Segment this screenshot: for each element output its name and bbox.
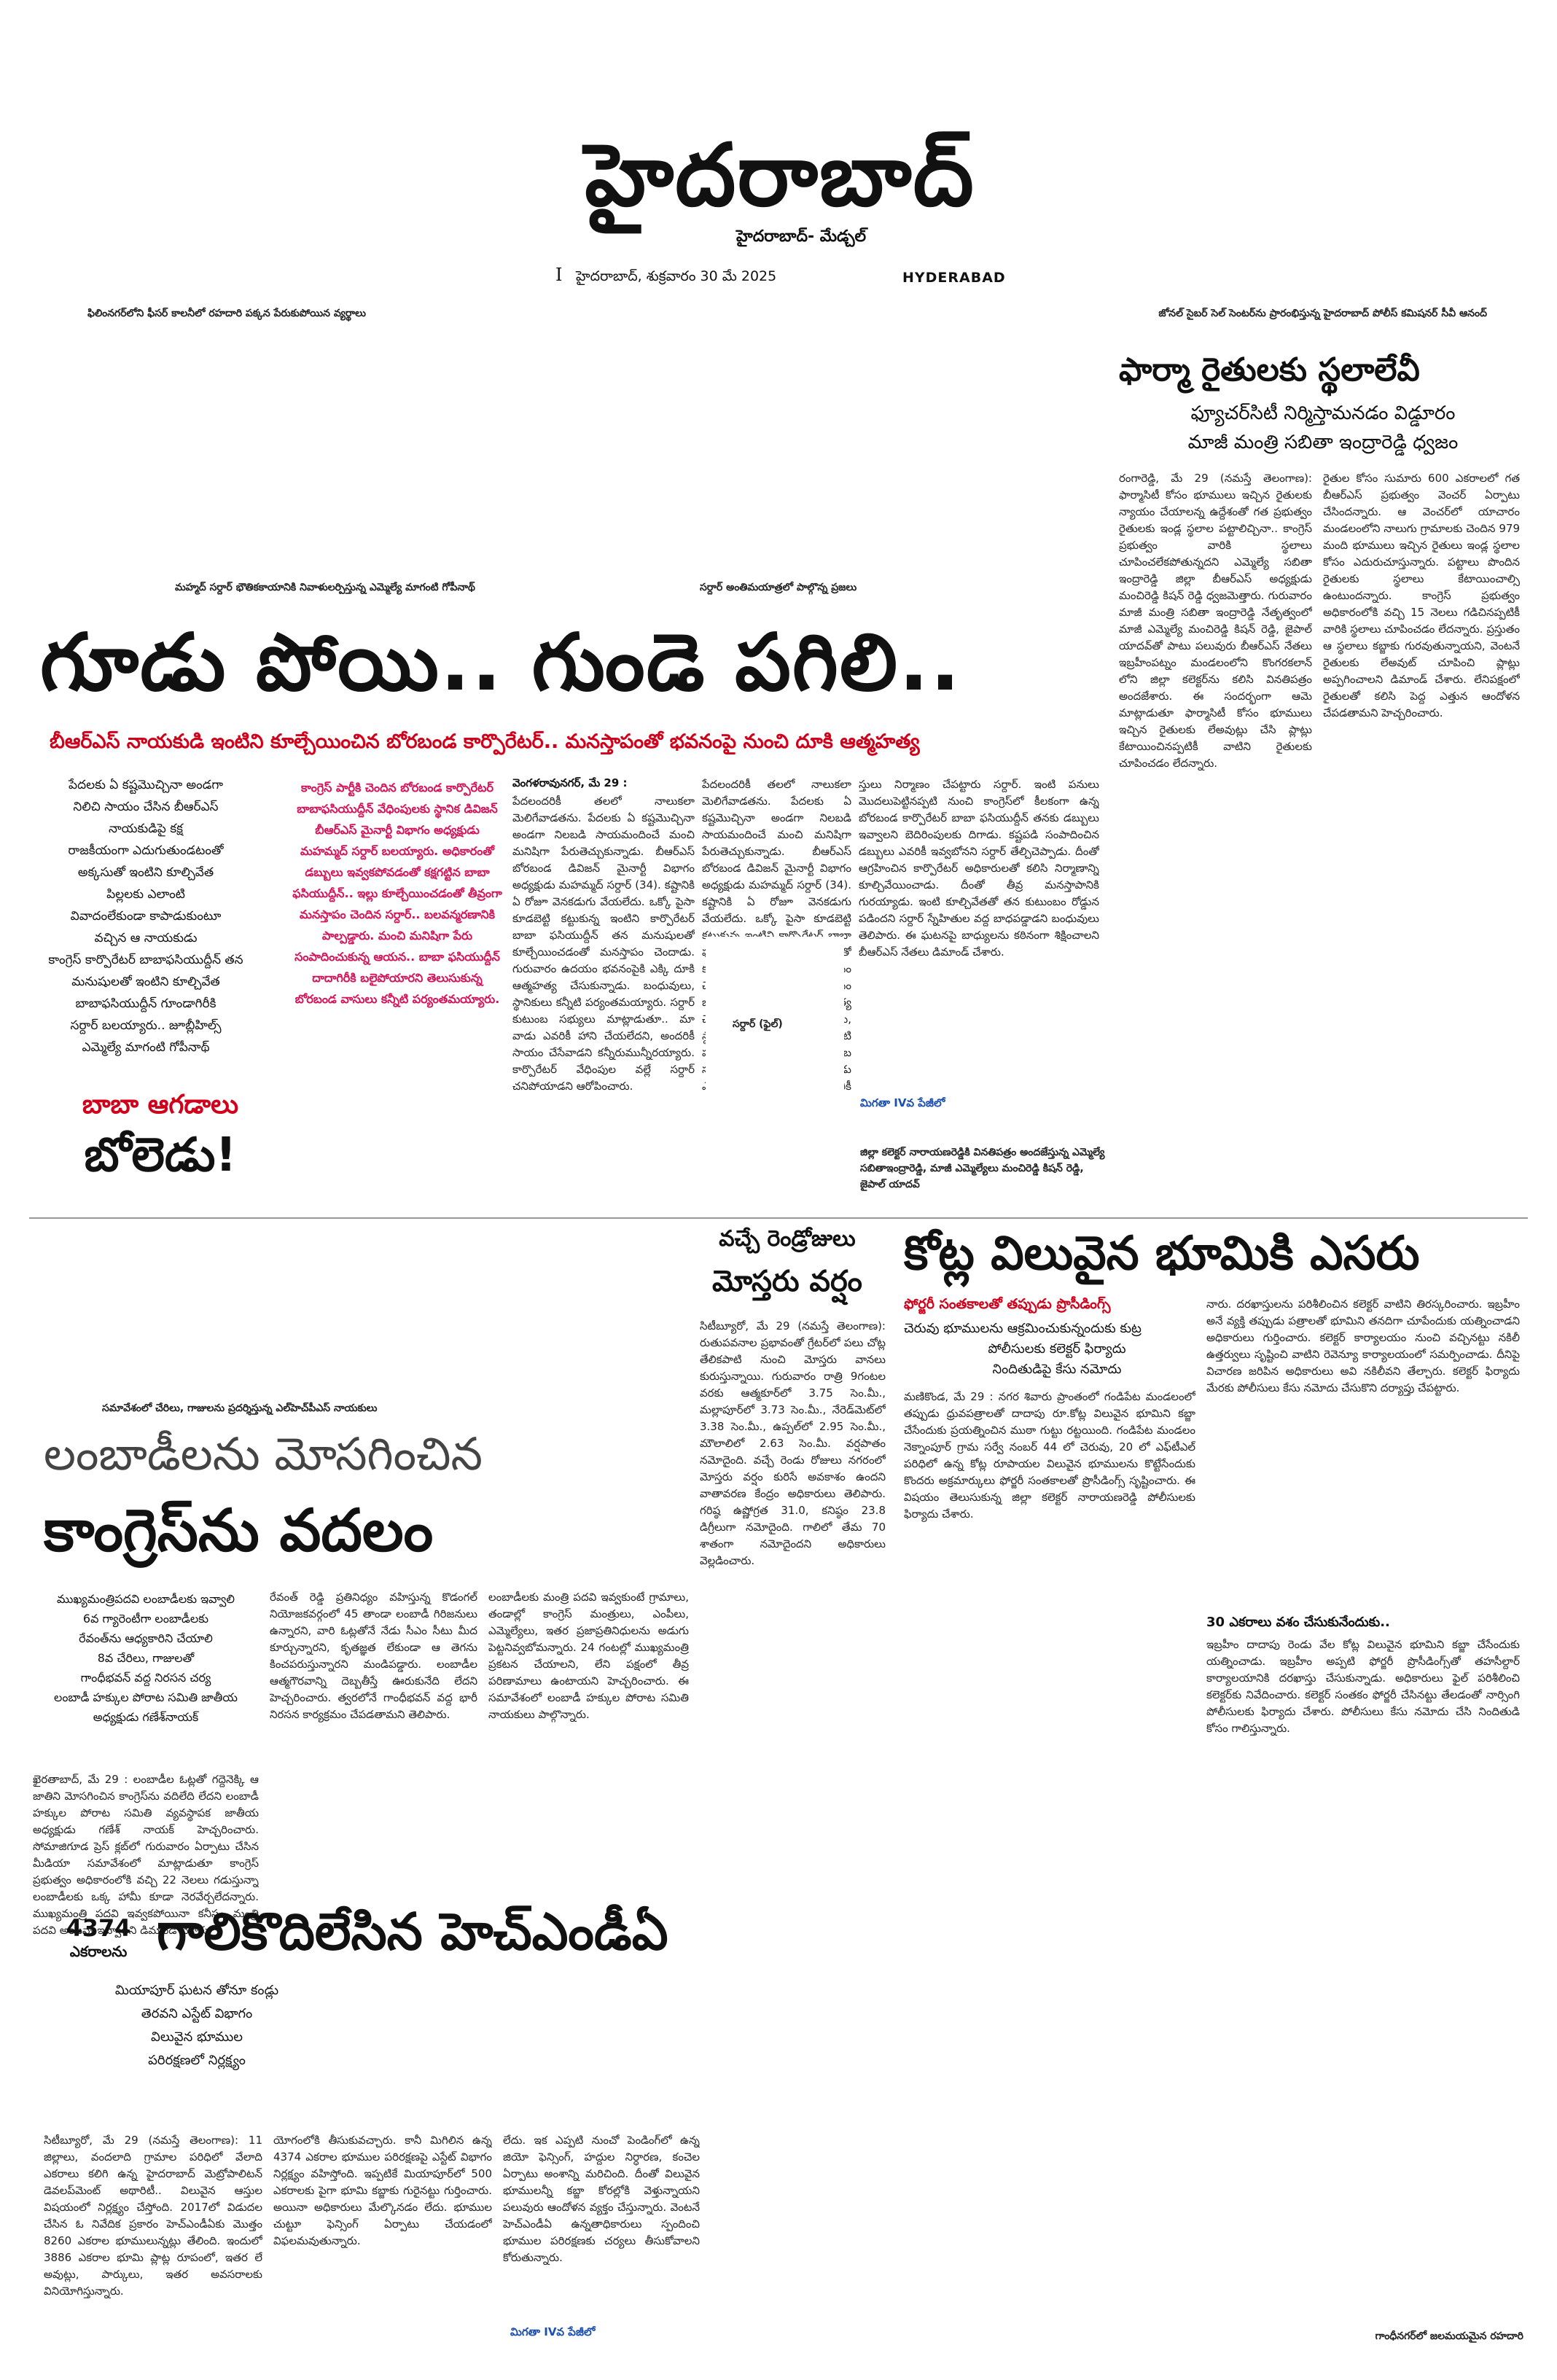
sidebar-line: వచ్చిన ఆ నాయకుడు xyxy=(94,931,198,945)
main-dateline: వెంగళరావునగర్, మే 29 : xyxy=(512,776,628,789)
main-sidebar: పేదలకు ఏ కష్టమొచ్చినా అండగా నిలిచి సాయం … xyxy=(36,774,255,1066)
flooded-road-caption: గాంధీనగర్‌లో జలమయమైన రహదారి xyxy=(1375,2330,1523,2342)
dateline: హైదరాబాద్, శుక్రవారం 30 మే 2025 xyxy=(576,268,777,284)
main-body-column-3: స్తులు నిర్మాణం చేపట్టారు సర్దార్. ఇంటి … xyxy=(859,778,1099,959)
photo-caption-cyber-cell: జోనల్ సైబర్ సెల్ సెంటర్‌ను ప్రారంభిస్తున… xyxy=(1158,308,1487,319)
lambadi-body-column-3: లంబాడీలకు మంత్రి పదవి ఇవ్వకుంటే గ్రామాలు… xyxy=(488,1591,689,1721)
land-subheadline: చెరువు భూములను ఆక్రమించుకున్నందుకు కుట్ర xyxy=(904,1321,1142,1336)
sidebar-line: అక్కసుతో ఇంటిని కూల్చివేత xyxy=(77,865,214,880)
masthead-subtitle: హైదరాబాద్- మేడ్చల్ xyxy=(736,227,867,246)
main-body-column-1: పేదలందరికీ తలలో నాలుకలా మెలిగేవాడతను. పే… xyxy=(512,795,695,1093)
collector-caption: జిల్లా కలెక్టర్ నారాయణరెడ్డికి వినతిపత్ర… xyxy=(860,1147,1105,1190)
lambadi-sidebar-line: రేవంత్‌ను ఆధ్యకారిని చేయాలి xyxy=(79,1631,213,1645)
sidebar-line: ఎమ్మెల్యే మాగంటి గోపీనాథ్ xyxy=(82,1040,210,1055)
edition-label: HYDERABAD xyxy=(902,270,1006,286)
pull-quote: కాంగ్రెస్ పార్టీకి చెందిన బోరబండ కార్పొర… xyxy=(292,781,502,1006)
cyber-cell-photo xyxy=(751,328,1108,576)
lambadi-headline-2: కాంగ్రెస్‌ను వదలం xyxy=(44,1497,434,1564)
hmda-body-column-3: లేదు. ఇక ఎప్పటి నుంచో పెండింగ్‌లో ఉన్న జ… xyxy=(503,2134,700,2264)
sidebar-line: రాజకీయంగా ఎదుగుతుండటంతో xyxy=(68,843,224,858)
lambadi-body-column-1: ఖైరతాబాద్, మే 29 : లంబాడీల ఓట్లతో గద్దెన… xyxy=(33,1773,259,1937)
baba-headline-1: బాబా ఆగడాలు xyxy=(82,1090,239,1120)
lambadi-sidebar-line: ముఖ్యమంత్రిపదవి లంబాడీలకు ఇవ్వాలి xyxy=(57,1592,235,1606)
sidebar-line: వివాదంలేకుండా కాపాడుకుంటూ xyxy=(70,909,222,924)
sidebar-line: బాబాఫసియుద్దీన్ గూండాగిరీకి xyxy=(75,996,216,1011)
lambadi-sidebar-line: అధ్యక్షుడు గణేశ్‌నాయక్ xyxy=(93,1710,199,1724)
sidebar-line: నాయకుడిపై కక్ష xyxy=(108,822,184,836)
hmda-unit: ఎకరాలను xyxy=(69,1943,128,1960)
pharma-column-1: రంగారెడ్డి, మే 29 (నమస్తే తెలంగాణ): ఫార్… xyxy=(1119,472,1312,770)
sardar-file-caption: సర్దార్ (ఫైల్) xyxy=(733,1018,783,1030)
land-section-head: 30 ఎకరాలు వశం చేసుకునేందుకు.. xyxy=(1206,1615,1390,1630)
main-jump-link[interactable]: మిగతా IVవ పేజీలో xyxy=(860,1096,945,1109)
land-headline: కోట్ల విలువైన భూమికి ఎసరు xyxy=(904,1227,1420,1281)
sidebar-line: మనుషులతో ఇంటిని కూల్చివేత xyxy=(71,975,220,989)
lambadi-sidebar-line: 8వ చేరిలు, గాజులతో xyxy=(97,1651,195,1665)
lambadi-photo-caption: సమావేశంలో చేరిలు, గాజులను ప్రదర్శిస్తున్… xyxy=(102,1402,378,1414)
rain-headline-2: మోస్తరు వర్షం xyxy=(712,1265,862,1298)
hmda-headline: గాలికొదిలేసిన హెచ్ఎండీఏ xyxy=(157,1902,668,1962)
baba-headline-2: బోలెడు! xyxy=(84,1128,237,1182)
land-subheadline-red: ఫోర్జరీ సంతకాలతో తప్పుడు ప్రొసీడింగ్స్ xyxy=(904,1296,1111,1312)
hmda-sidebar-line: మియాపూర్ ఘటన తోనూ కండ్లు xyxy=(114,1983,279,1998)
hmda-photo xyxy=(357,1979,700,2125)
rain-body: సిటీబ్యూరో, మే 29 (నమస్తే తెలంగాణ): రుతు… xyxy=(700,1319,886,1567)
hmda-sidebar-line: తెరవని ఎస్టేట్ విభాగం xyxy=(141,2006,253,2021)
sardar-photo xyxy=(251,776,485,1075)
main-headline: గూడు పోయి.. గుండె పగిలి.. xyxy=(40,617,962,709)
main-subheadline: బీఆర్‌ఎస్ నాయకుడి ఇంటిని కూల్చేయించిన బో… xyxy=(50,730,920,753)
land-subheadline-3: పోలీసులకు కలెక్టర్ ఫిర్యాదు xyxy=(988,1341,1126,1357)
hmda-sidebar-line: విలువైన భూముల xyxy=(151,2029,243,2045)
hmda-sidebar-line: పరిరక్షణలో నిర్లక్ష్యం xyxy=(148,2053,246,2068)
lambadi-sidebar-line: 6వ గ్యారెంటీగా లంబాడీలకు xyxy=(82,1612,209,1626)
sidebar-line: సర్దార్ బలయ్యారు.. జూబ్లీహిల్స్ xyxy=(70,1018,222,1033)
pharma-column-2: రైతుల కోసం సుమారు 600 ఎకరాలలో గత బీఆర్‌ఎ… xyxy=(1323,472,1520,719)
pharma-subheadline-2: మాజీ మంత్రి సబితా ఇంద్రారెడ్డి ధ్వజం xyxy=(1187,432,1459,453)
land-body-column-3: ఇబ్రహీం దాదాపు రెండు వేల కోట్ల విలువైన భ… xyxy=(1206,1638,1520,1735)
garbage-photo xyxy=(29,328,372,576)
lambadi-photo xyxy=(29,1232,685,1396)
garbage-photo-2 xyxy=(379,328,744,576)
lambadi-sidebar-line: లంబాడీ హక్కుల పోరాట సమితి జాతీయ xyxy=(53,1690,238,1704)
sidebar-line: కాంగ్రెస్ కార్పొరేటర్ బాబాఫసియుద్దీన్ తన xyxy=(48,953,243,967)
lambadi-sidebar-line: గాంధీభవన్ వద్ద నిరసన చర్య xyxy=(80,1671,211,1685)
pharma-headline: ఫార్మా రైతులకు స్థలాలేవీ xyxy=(1119,351,1420,389)
collector-photo xyxy=(1119,911,1523,1199)
funeral-caption: సర్దార్ అంతిమయాత్రలో పాల్గొన్న ప్రజలు xyxy=(700,582,857,593)
hmda-jump-link[interactable]: మిగతా IVవ పేజీలో xyxy=(510,2325,596,2338)
section-divider xyxy=(29,1217,1528,1219)
land-body-column-2: నారు. దరఖాస్తులను పరిశీలించిన కలెక్టర్ వ… xyxy=(1206,1298,1520,1394)
lambadi-body-column-2: రేవంత్ రెడ్డి ప్రతినిధ్యం వహిస్తున్న కొడ… xyxy=(270,1591,477,1721)
hmda-number: 4374 xyxy=(66,1914,131,1942)
sardar-tribute-caption: మహ్మద్ సర్దార్ భౌతికకాయానికి నివాళులర్పి… xyxy=(175,582,475,593)
flooded-road-photo xyxy=(711,1852,1523,2318)
sidebar-line: నిలిచి సాయం చేసిన బీఆర్‌ఎస్ xyxy=(73,800,219,814)
hmda-body-column-2: యోగంలోకి తీసుకువచ్చారు. కానీ మిగిలిన ఉన్… xyxy=(273,2134,492,2247)
rain-headline-1: వచ్చే రెండ్రోజులు xyxy=(719,1226,856,1252)
fasiuddin-photo xyxy=(262,1086,394,1232)
page-number: I xyxy=(555,265,563,285)
lambadi-headline-1: లంబాడీలను మోసగించిన xyxy=(44,1427,483,1480)
sidebar-line: పేదలకు ఏ కష్టమొచ్చినా అండగా xyxy=(68,778,224,792)
sidebar-line: పిల్లలకు ఎలాంటి xyxy=(106,887,185,902)
hmda-body-column-1: సిటీబ్యూరో, మే 29 (నమస్తే తెలంగాణ): 11 జ… xyxy=(44,2134,262,2298)
pharma-subheadline-1: ఫ్యూచర్‌సిటీ నిర్మిస్తామనడం విడ్డూరం xyxy=(1190,402,1456,424)
land-subheadline-4: నిందితుడిపై కేసు నమోదు xyxy=(992,1362,1122,1377)
lambadi-sidebar: ముఖ్యమంత్రిపదవి లంబాడీలకు ఇవ్వాలి 6వ గ్య… xyxy=(33,1589,259,1771)
photo-caption-filmnagar: ఫిలింనగర్‌లోని ఫీసర్ కాలనీలో రహదారి పక్క… xyxy=(87,308,366,319)
masthead-title: హైదరాబాద్ xyxy=(585,124,975,225)
sardar-file-photo xyxy=(706,937,844,1112)
hmda-sidebar: మియాపూర్ ఘటన తోనూ కండ్లు తెరవని ఎస్టేట్ … xyxy=(44,1979,350,2103)
land-body-column-1: మణికొండ, మే 29 : నగర శివారు ప్రాంతంలో గం… xyxy=(904,1390,1195,1521)
